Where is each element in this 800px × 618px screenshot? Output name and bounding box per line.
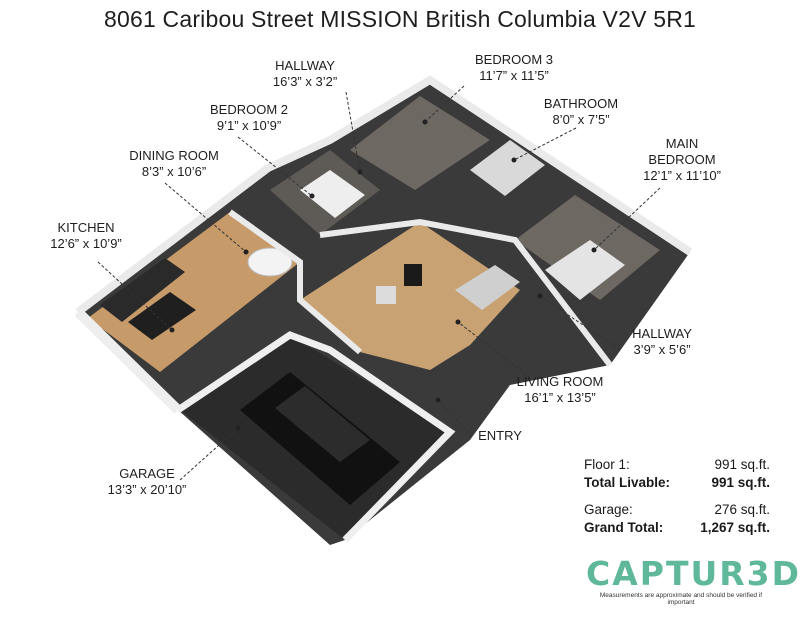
wood-stove xyxy=(404,264,422,286)
walls xyxy=(75,75,693,316)
leader-garage xyxy=(179,427,239,481)
kitchen-outer-wall xyxy=(74,308,182,414)
summary-label: Total Livable: xyxy=(584,475,671,490)
walls-inner-2 xyxy=(319,218,613,367)
page-title: 8061 Caribou Street MISSION British Colu… xyxy=(103,6,697,32)
label-hallway-top: HALLWAY 16’3” x 3’2” xyxy=(264,58,346,90)
leader-kitchen xyxy=(97,261,173,331)
kitchen-counter xyxy=(100,258,185,322)
walls-inner xyxy=(228,209,362,355)
armchair xyxy=(376,286,396,304)
room-name: LIVING ROOM xyxy=(516,374,604,389)
room-name: BEDROOM 2 xyxy=(209,102,288,117)
leader-dot xyxy=(537,293,543,299)
main-bedroom-bed xyxy=(545,240,625,300)
label-bedroom-3: BEDROOM 3 11’7” x 11’5” xyxy=(464,52,564,84)
summary-value: 276 sq.ft. xyxy=(714,502,770,517)
area-summary: Floor 1: 991 sq.ft. Total Livable: 991 s… xyxy=(584,456,770,537)
room-name: ENTRY xyxy=(478,428,522,443)
leader-dot xyxy=(357,169,363,175)
leader-hallway-right xyxy=(539,295,621,351)
summary-value: 991 sq.ft. xyxy=(711,475,770,490)
leader-main-bedroom xyxy=(593,187,661,251)
room-dimensions: 13’3” x 20’10” xyxy=(107,482,187,497)
leader-dot xyxy=(243,249,249,255)
summary-label: Garage: xyxy=(584,502,633,517)
room-name: DINING ROOM xyxy=(129,148,219,163)
label-main-bedroom: MAIN BEDROOM 12’1” x 11’10” xyxy=(626,136,738,184)
summary-label: Floor 1: xyxy=(584,457,630,472)
summary-row-grand-total: Grand Total: 1,267 sq.ft. xyxy=(584,519,770,537)
label-living-room: LIVING ROOM 16’1” x 13’5” xyxy=(506,374,614,406)
living-room-floor xyxy=(300,222,520,370)
room-dimensions: 12’6” x 10’9” xyxy=(50,236,122,251)
room-dimensions: 8’3” x 10’6” xyxy=(141,164,207,179)
room-dimensions: 16’3” x 3’2” xyxy=(272,74,338,89)
leader-dining xyxy=(164,182,247,253)
sofa xyxy=(455,265,520,310)
measurement-disclaimer: Measurements are approximate and should … xyxy=(599,592,763,606)
label-entry: ENTRY xyxy=(470,428,530,444)
leader-hallway-top xyxy=(345,91,361,173)
room-dimensions: 9’1” x 10’9” xyxy=(216,118,282,133)
leader-bedroom2 xyxy=(237,136,313,197)
room-name-line1: MAIN xyxy=(665,136,699,151)
room-name: BATHROOM xyxy=(543,96,619,111)
summary-row-garage: Garage: 276 sq.ft. xyxy=(584,501,770,519)
leader-dot xyxy=(309,193,315,199)
leader-bedroom3 xyxy=(424,85,465,123)
summary-row-floor1: Floor 1: 991 sq.ft. xyxy=(584,456,770,474)
summary-row-total-livable: Total Livable: 991 sq.ft. xyxy=(584,474,770,492)
label-dining-room: DINING ROOM 8’3” x 10’6” xyxy=(118,148,230,180)
room-name: KITCHEN xyxy=(57,220,115,235)
room-dimensions: 8’0” x 7’5” xyxy=(552,112,610,127)
label-hallway-right: HALLWAY 3’9” x 5’6” xyxy=(620,326,704,358)
kitchen-island xyxy=(128,292,196,340)
summary-label: Grand Total: xyxy=(584,520,664,535)
leader-dot xyxy=(511,157,517,163)
room-dimensions: 16’1” x 13’5” xyxy=(524,390,596,405)
brand-logo: CAPTUR3D xyxy=(586,554,800,593)
car-roof xyxy=(275,386,370,462)
room-name: BEDROOM 3 xyxy=(474,52,553,67)
leader-dot xyxy=(435,397,441,403)
room-name: GARAGE xyxy=(119,466,175,481)
leader-living xyxy=(457,321,531,379)
label-garage: GARAGE 13’3” x 20’10” xyxy=(92,466,202,498)
garage-walls xyxy=(176,331,456,543)
room-name: HALLWAY xyxy=(275,58,335,73)
bedroom-3-floor xyxy=(350,96,490,190)
room-dimensions: 12’1” x 11’10” xyxy=(643,168,721,183)
label-bedroom-2: BEDROOM 2 9’1” x 10’9” xyxy=(202,102,296,134)
leader-dot xyxy=(455,319,461,325)
dining-table xyxy=(247,247,293,277)
room-dimensions: 3’9” x 5’6” xyxy=(633,342,691,357)
room-name: HALLWAY xyxy=(632,326,692,341)
leader-entry xyxy=(437,399,473,437)
leader-dot xyxy=(422,119,428,125)
room-dimensions: 11’7” x 11’5” xyxy=(479,68,549,83)
room-name-line2: BEDROOM xyxy=(648,152,716,167)
summary-value: 1,267 sq.ft. xyxy=(700,520,770,535)
leader-dot xyxy=(169,327,175,333)
label-bathroom: BATHROOM 8’0” x 7’5” xyxy=(536,96,626,128)
bedroom-2-bed xyxy=(300,170,365,218)
summary-value: 991 sq.ft. xyxy=(714,457,770,472)
leader-dot xyxy=(591,247,597,253)
leader-dot xyxy=(235,425,241,431)
leader-bathroom xyxy=(513,127,577,161)
label-kitchen: KITCHEN 12’6” x 10’9” xyxy=(36,220,136,252)
